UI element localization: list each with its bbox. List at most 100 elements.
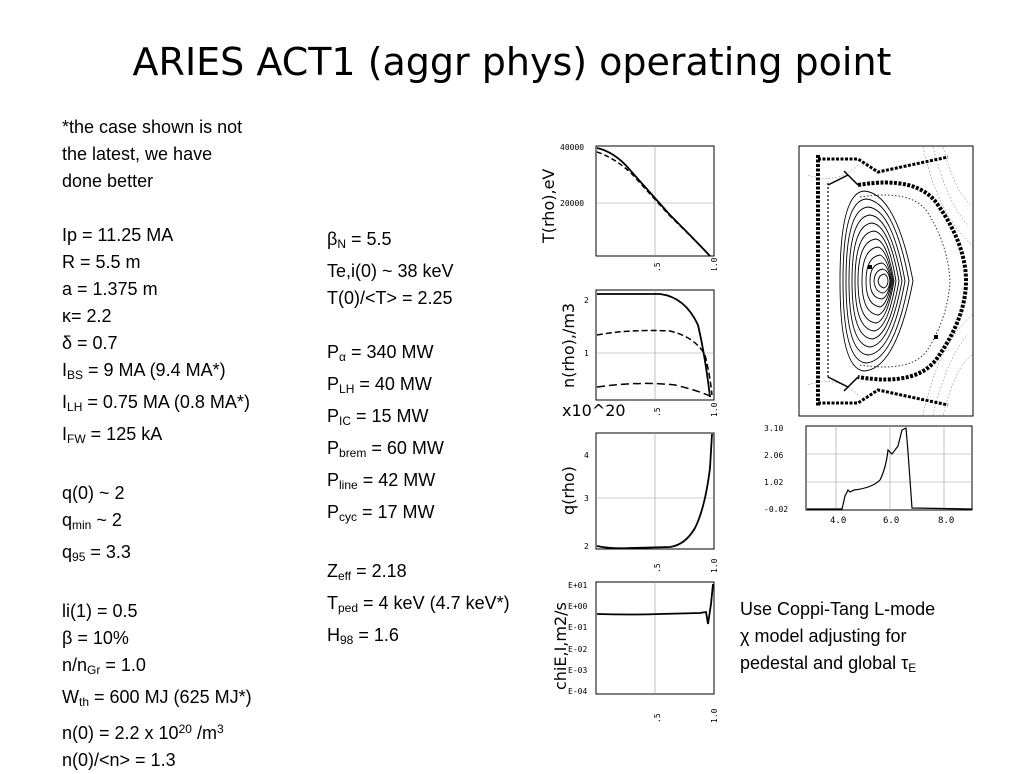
mid-params3-param-1-sub: ped [338, 601, 359, 615]
left-params2-param-0: q(0) ~ 2 [62, 483, 125, 503]
chi-ytick-6: E-04 [568, 687, 587, 696]
density-curve-impurity [596, 382, 713, 398]
mid-params2-param-2-pre: P [327, 406, 340, 426]
left-params1-param-6-post: = 0.75 MA (0.8 MA*) [82, 392, 250, 412]
mid-params2-param-1-post: = 40 MW [354, 374, 432, 394]
temperature-ytick-2: 20000 [560, 199, 584, 208]
density-ytick-1: 2 [584, 296, 589, 305]
mid-params3-param-2-sub: 98 [340, 633, 354, 647]
left-params2-param-2: q95 = 3.3 [62, 539, 252, 571]
mid-params1-param-0: βN = 5.5 [327, 226, 510, 258]
mid-params2-param-5: Pcyc = 17 MW [327, 499, 510, 531]
q-ytick-2: 3 [584, 494, 589, 503]
temperature-ytick-1: 40000 [560, 143, 584, 152]
left-note-line-2: done better [62, 171, 154, 191]
left-params3-param-3-sub: th [79, 695, 90, 709]
upper-divertor [818, 155, 949, 174]
model-note-line-1: Use Coppi-Tang L-mode [740, 599, 936, 619]
current-trace-ytick-3: 1.02 [764, 478, 783, 487]
mid-params2-param-0-sub: α [339, 350, 346, 364]
mid-params2-param-4-sub: line [339, 478, 358, 492]
mid-params2-param-2: PIC = 15 MW [327, 403, 510, 435]
density-xtick-2: 1.0 [710, 402, 719, 417]
left-params1-param-6: ILH = 0.75 MA (0.8 MA*) [62, 389, 252, 421]
chi-curve [596, 583, 714, 625]
temperature-xtick-1: .5 [653, 262, 662, 270]
left-params1-param-3: κ= 2.2 [62, 306, 112, 326]
current-trace-ytick-4: -0.02 [764, 505, 788, 514]
flux-surfaces [839, 190, 914, 372]
temperature-curve-ion [596, 151, 711, 257]
left-params1-param-7: IFW = 125 kA [62, 421, 252, 453]
mid-params3-param-1-pre: T [327, 593, 338, 613]
chi-ytick-5: E-03 [568, 666, 587, 675]
mid-params3-param-0-pre: Z [327, 561, 338, 581]
mid-params3-param-0-sub: eff [338, 569, 352, 583]
mid-params2-param-3-pre: P [327, 438, 340, 458]
current-trace-xtick-1: 4.0 [830, 516, 846, 526]
current-trace-ytick-1: 3.10 [764, 424, 783, 433]
mid-params3-param-2: H98 = 1.6 [327, 622, 510, 654]
left-params1-param-5-post: = 9 MA (9.4 MA*) [83, 360, 226, 380]
left-params3-param-4-mid: /m [191, 723, 217, 743]
density-scale-label: x10^20 [562, 401, 626, 420]
density-xtick-1: .5 [653, 407, 662, 417]
mid-params2-param-5-sub: cyc [339, 510, 358, 524]
equilibrium-frame [798, 145, 974, 417]
left-params1-param-5-sub: BS [67, 368, 84, 382]
left-params2-param-1-sub: min [72, 518, 92, 532]
mid-params2-param-0-pre: P [327, 342, 340, 362]
left-params1-param-6-sub: LH [67, 400, 83, 414]
left-params1-param-2: a = 1.375 m [62, 279, 158, 299]
left-params3-param-5: n(0)/<n> = 1.3 [62, 750, 176, 770]
mid-params3-param-1-post: = 4 keV (4.7 keV*) [358, 593, 510, 613]
mid-params2-param-0-post: = 340 MW [345, 342, 434, 362]
chi-ytick-4: E-02 [568, 645, 587, 654]
model-note-line-3-text: pedestal and global τ [740, 653, 909, 673]
outboard-wall [857, 180, 969, 382]
chi-xtick-2: 1.0 [710, 708, 719, 723]
left-params3-param-1: β = 10% [62, 628, 129, 648]
chi-plot: E+01 E+00 E-01 E-02 E-03 E-04 .5 1.0 [568, 581, 719, 723]
mid-params2-param-3: Pbrem = 60 MW [327, 435, 510, 467]
left-params3-param-4-pre: n(0) = 2.2 x 10 [62, 723, 179, 743]
left-params3-param-0: li(1) = 0.5 [62, 601, 138, 621]
group-spacer [327, 312, 510, 339]
q-xtick-2: 1.0 [710, 558, 719, 573]
mid-params1-param-0-post: = 5.5 [346, 229, 392, 249]
left-params1-param-4: δ = 0.7 [62, 333, 118, 353]
density-ytick-2: 1 [584, 349, 589, 358]
q-ytick-1: 4 [584, 451, 589, 460]
left-params2-param-1-post: ~ 2 [91, 510, 122, 530]
mid-params2-param-3-sub: brem [339, 446, 367, 460]
mid-params2-param-4-post: = 42 MW [357, 470, 436, 490]
chi-ytick-1: E+01 [568, 581, 587, 590]
mid-params2-param-1-sub: LH [339, 382, 355, 396]
left-params1-param-7-post: = 125 kA [85, 424, 163, 444]
chi-xtick-1: .5 [653, 713, 662, 723]
mid-params1-param-2: T(0)/<T> = 2.25 [327, 288, 453, 308]
model-note: Use Coppi-Tang L-mode χ model adjusting … [740, 596, 935, 682]
left-params3-param-3-post: = 600 MJ (625 MJ*) [89, 687, 252, 707]
upper-x-point [827, 170, 859, 186]
slide-title: ARIES ACT1 (aggr phys) operating point [132, 40, 892, 84]
q-xtick-1: .5 [653, 563, 662, 573]
mid-params3-param-0-post: = 2.18 [351, 561, 407, 581]
current-trace-frame [805, 425, 973, 511]
left-note-line-0: *the case shown is not [62, 117, 243, 137]
mid-params3-param-1: Tped = 4 keV (4.7 keV*) [327, 590, 510, 622]
chi-ytick-3: E-01 [568, 623, 587, 632]
mid-params2-param-5-pre: P [327, 502, 340, 522]
current-trace-plot: 3.10 2.06 1.02 -0.02 4.0 6.0 8.0 [764, 424, 973, 526]
mid-params1-param-1: Te,i(0) ~ 38 keV [327, 261, 454, 281]
density-curve-electron [597, 293, 711, 398]
equilibrium-cross-section [798, 145, 974, 417]
left-params3-param-3: Wth = 600 MJ (625 MJ*) [62, 684, 252, 716]
left-params1-param-1: R = 5.5 m [62, 252, 141, 272]
probe-marker [934, 335, 938, 339]
mid-params2-param-0: Pα = 340 MW [327, 339, 510, 371]
magnetic-axis-marker [868, 265, 872, 269]
separatrix-dots [859, 194, 951, 368]
